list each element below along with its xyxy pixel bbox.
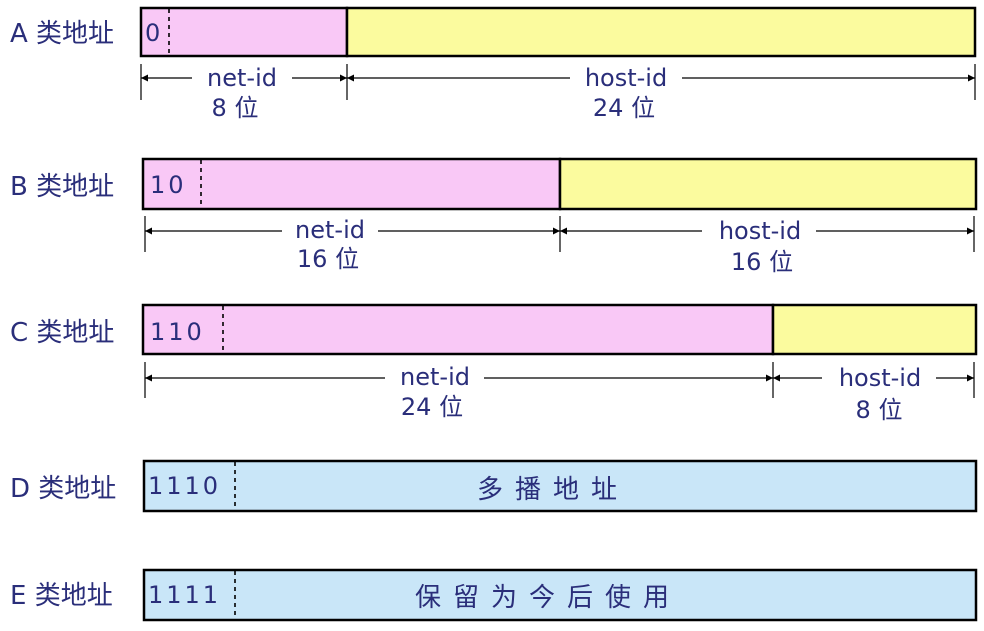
class-b-net-cell bbox=[141, 157, 562, 211]
class-a-net-id-label: net-id bbox=[207, 64, 277, 92]
class-c-net-id-label: net-id bbox=[400, 363, 470, 391]
class-a-row: A 类地址 0 net-id 8 位 host-id 24 位 bbox=[10, 6, 977, 122]
class-b-host-cell bbox=[558, 157, 978, 211]
class-c-row: C 类地址 110 net-id 24 位 host-id 8 位 bbox=[10, 303, 978, 424]
class-a-net-cell bbox=[139, 6, 349, 58]
class-b-host-bits-label: 16 位 bbox=[731, 248, 793, 276]
class-e-cell bbox=[142, 568, 978, 622]
class-b-label: B 类地址 bbox=[10, 172, 114, 202]
class-c-host-bits-label: 8 位 bbox=[856, 396, 903, 424]
class-c-host-id-label: host-id bbox=[839, 364, 921, 392]
class-c-label: C 类地址 bbox=[10, 318, 114, 348]
class-a-host-id-label: host-id bbox=[585, 64, 667, 92]
class-a-prefix: 0 bbox=[145, 19, 163, 47]
class-b-prefix: 10 bbox=[150, 171, 187, 199]
class-a-label: A 类地址 bbox=[10, 19, 114, 49]
class-e-prefix: 1111 bbox=[148, 581, 221, 609]
class-b-net-id-label: net-id bbox=[295, 216, 365, 244]
class-e-row: E 类地址 1111 保留为今后使用 bbox=[10, 568, 978, 622]
class-c-net-cell bbox=[141, 303, 775, 356]
class-c-net-bits-label: 24 位 bbox=[401, 393, 463, 421]
class-d-content: 多播地址 bbox=[477, 475, 629, 505]
class-b-row: B 类地址 10 net-id 16 位 host-id 16 位 bbox=[10, 157, 978, 276]
class-c-host-cell bbox=[771, 303, 978, 356]
class-a-host-cell bbox=[345, 6, 977, 58]
class-d-cell bbox=[142, 459, 978, 513]
class-d-prefix: 1110 bbox=[148, 472, 221, 500]
class-e-content: 保留为今后使用 bbox=[415, 583, 681, 613]
class-b-host-id-label: host-id bbox=[719, 217, 801, 245]
class-d-row: D 类地址 1110 多播地址 bbox=[10, 459, 978, 513]
class-e-label: E 类地址 bbox=[10, 581, 113, 611]
class-c-prefix: 110 bbox=[150, 318, 205, 346]
class-a-host-bits-label: 24 位 bbox=[593, 94, 655, 122]
class-a-net-bits-label: 8 位 bbox=[212, 94, 259, 122]
class-b-net-bits-label: 16 位 bbox=[297, 245, 359, 273]
class-d-label: D 类地址 bbox=[10, 474, 116, 504]
